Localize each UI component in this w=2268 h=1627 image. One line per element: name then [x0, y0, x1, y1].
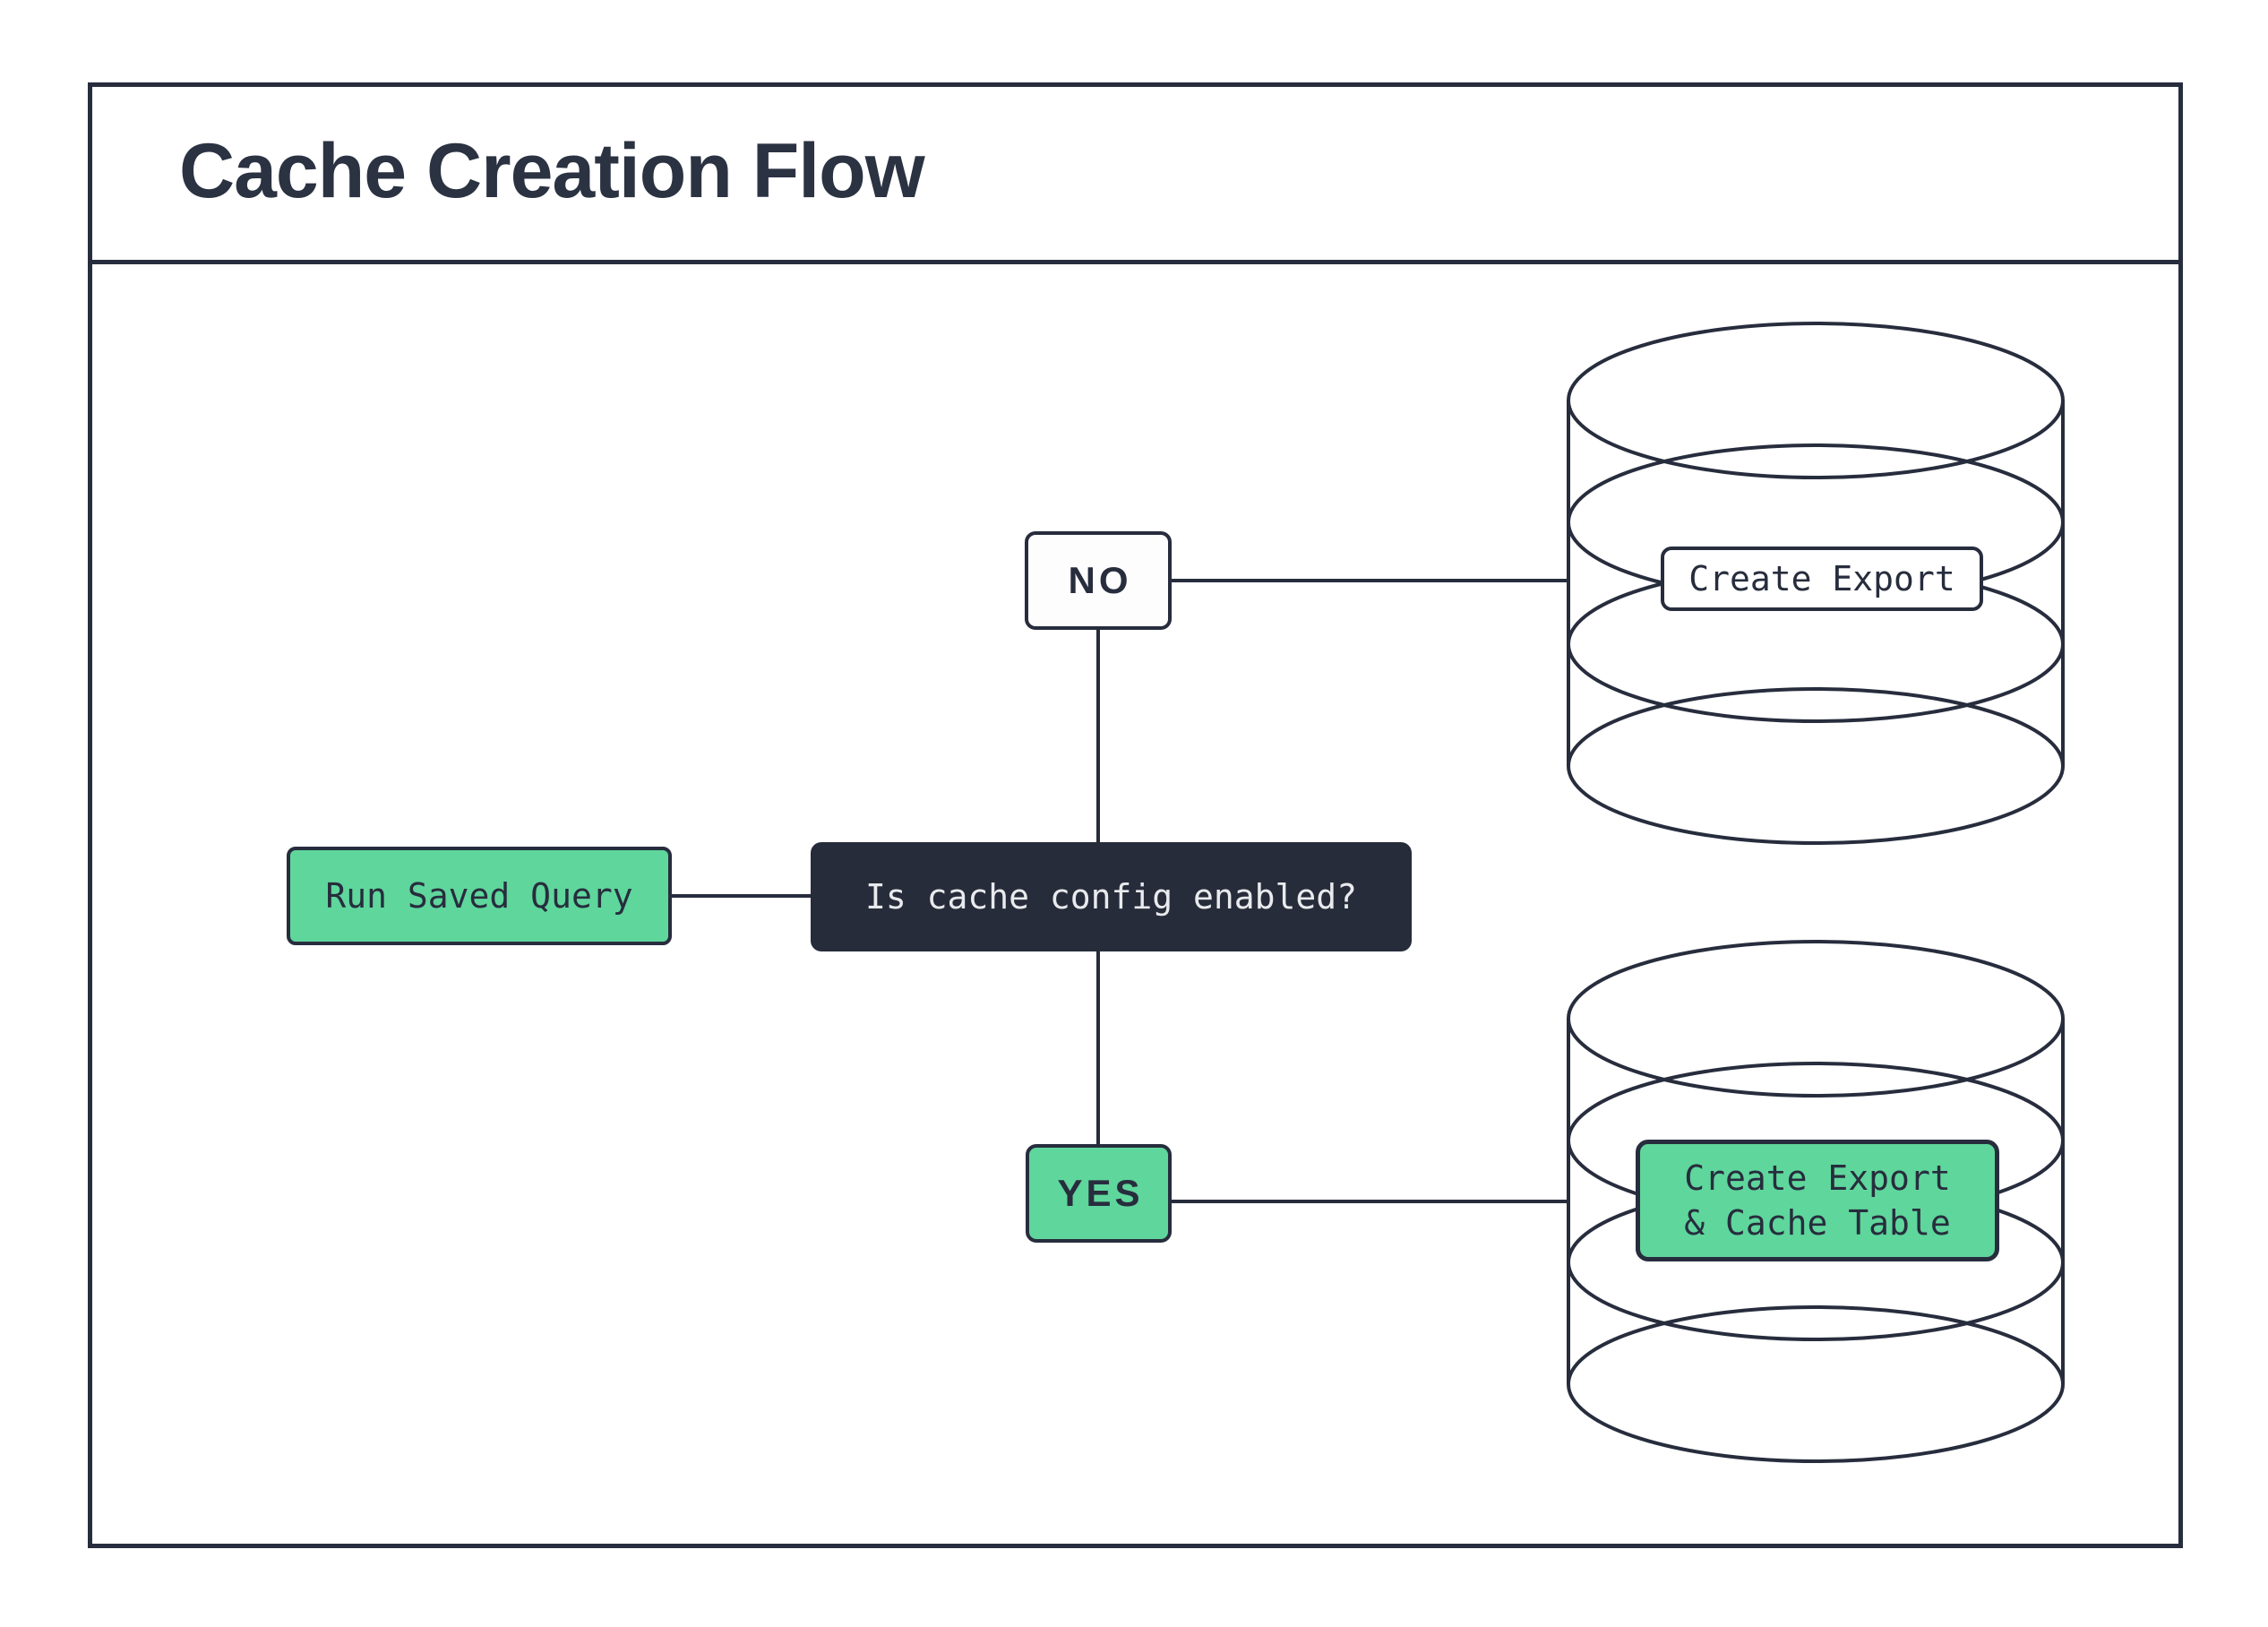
connector-start-to-decision	[672, 894, 811, 898]
connector-no-to-database	[1172, 579, 1567, 582]
header-divider	[88, 260, 2183, 264]
create-export-cache-line1: Create Export	[1684, 1158, 1951, 1198]
branch-no-node: NO	[1025, 531, 1172, 630]
connector-yes-to-database	[1172, 1200, 1567, 1203]
start-node-run-saved-query: Run Saved Query	[287, 847, 672, 945]
create-export-cache-table-label: Create Export & Cache Table	[1636, 1140, 1999, 1261]
decision-node-label: Is cache config enabled?	[864, 877, 1358, 917]
connector-decision-to-yes	[1096, 951, 1100, 1144]
create-export-text: Create Export	[1688, 559, 1955, 598]
page-title: Cache Creation Flow	[179, 128, 925, 214]
decision-node-cache-config: Is cache config enabled?	[811, 842, 1412, 951]
diagram-frame	[88, 82, 2183, 1548]
create-export-cache-line2: & Cache Table	[1684, 1203, 1951, 1243]
branch-yes-node: YES	[1026, 1144, 1172, 1243]
connector-decision-to-no	[1096, 630, 1100, 842]
start-node-label: Run Saved Query	[325, 876, 633, 916]
branch-no-label: NO	[1068, 559, 1132, 601]
create-export-label: Create Export	[1661, 547, 1983, 611]
branch-yes-label: YES	[1057, 1172, 1144, 1214]
